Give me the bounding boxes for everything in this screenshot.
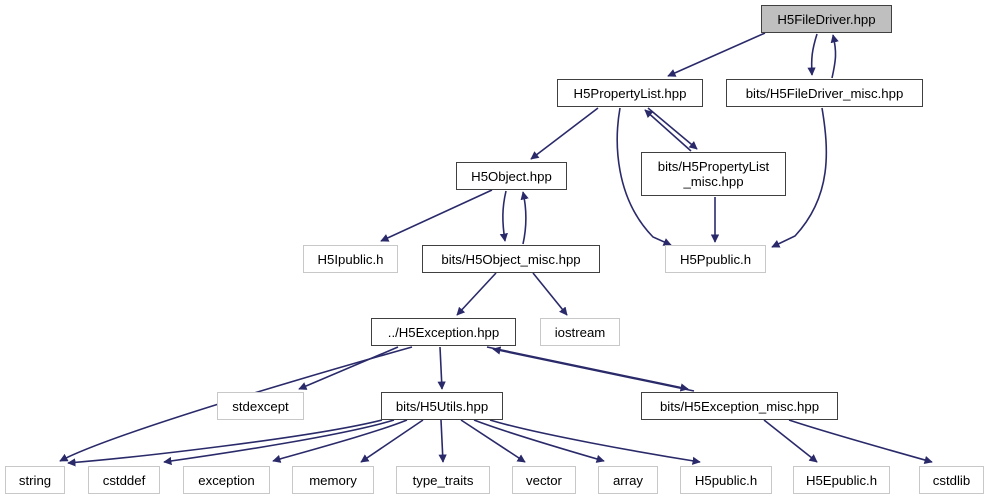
- node-cstdlib[interactable]: cstdlib: [919, 466, 984, 494]
- node-bits-h5object-misc-hpp[interactable]: bits/H5Object_misc.hpp: [422, 245, 600, 273]
- node-iostream[interactable]: iostream: [540, 318, 620, 346]
- node-cstddef[interactable]: cstddef: [88, 466, 160, 494]
- node-bits-h5filedriver-misc-hpp[interactable]: bits/H5FileDriver_misc.hpp: [726, 79, 923, 107]
- node-string[interactable]: string: [5, 466, 65, 494]
- node-bits-h5exception-misc-hpp[interactable]: bits/H5Exception_misc.hpp: [641, 392, 838, 420]
- node-h5propertylist-hpp[interactable]: H5PropertyList.hpp: [557, 79, 703, 107]
- node-memory[interactable]: memory: [292, 466, 374, 494]
- node-h5filedriver-hpp[interactable]: H5FileDriver.hpp: [761, 5, 892, 33]
- node-h5exception-hpp[interactable]: ../H5Exception.hpp: [371, 318, 516, 346]
- node-h5ipublic-h[interactable]: H5Ipublic.h: [303, 245, 398, 273]
- node-h5object-hpp[interactable]: H5Object.hpp: [456, 162, 567, 190]
- node-vector[interactable]: vector: [512, 466, 576, 494]
- node-array[interactable]: array: [598, 466, 658, 494]
- node-stdexcept[interactable]: stdexcept: [217, 392, 304, 420]
- node-bits-h5propertylist-misc-hpp[interactable]: bits/H5PropertyList _misc.hpp: [641, 152, 786, 196]
- node-h5epublic-h[interactable]: H5Epublic.h: [793, 466, 890, 494]
- node-h5public-h[interactable]: H5public.h: [680, 466, 772, 494]
- node-exception[interactable]: exception: [183, 466, 270, 494]
- node-h5ppublic-h[interactable]: H5Ppublic.h: [665, 245, 766, 273]
- node-bits-h5utils-hpp[interactable]: bits/H5Utils.hpp: [381, 392, 503, 420]
- node-type-traits[interactable]: type_traits: [396, 466, 490, 494]
